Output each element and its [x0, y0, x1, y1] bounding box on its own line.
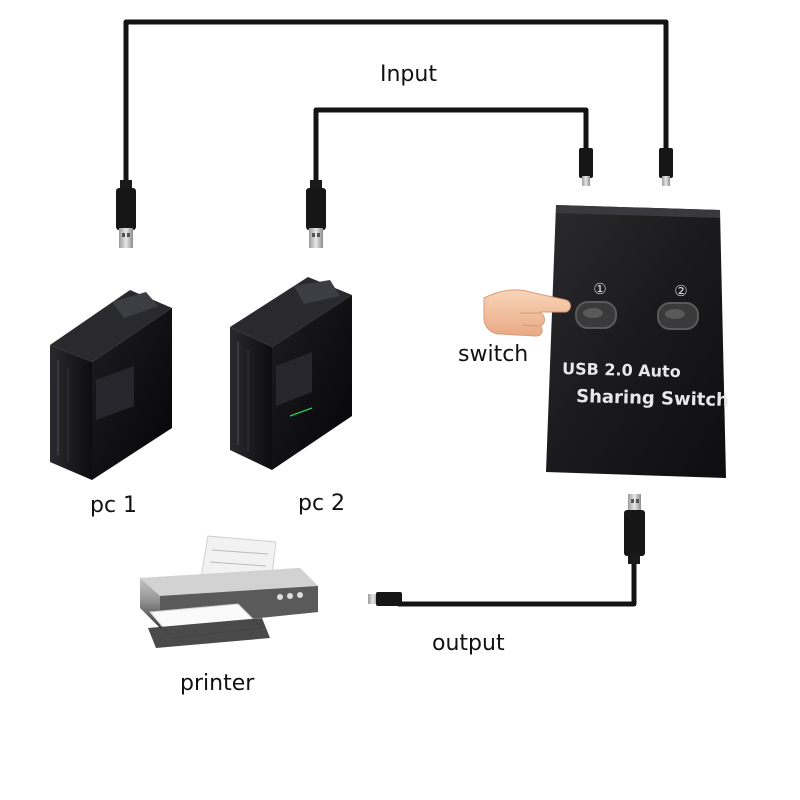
output-cable — [398, 560, 637, 607]
usb-plug-icon — [306, 180, 326, 248]
pc-tower-icon — [230, 277, 352, 470]
button-1[interactable] — [575, 301, 617, 329]
pc-tower-icon — [50, 290, 172, 480]
button-2[interactable] — [657, 302, 699, 330]
button-1-label: ① — [593, 280, 606, 298]
input-cable-1 — [123, 19, 669, 182]
printer-label: printer — [180, 671, 255, 696]
usb-plug-icon — [116, 180, 136, 248]
mini-usb-plug-icon — [659, 148, 673, 186]
output-label: output — [432, 631, 505, 656]
button-2-label: ② — [674, 282, 687, 300]
pc1-label: pc 1 — [90, 493, 138, 518]
mini-usb-plug-icon — [368, 592, 402, 606]
hand-pointer-icon — [483, 289, 571, 337]
device-name-label: Sharing Switch — [576, 386, 729, 411]
pc2-label: pc 2 — [298, 491, 346, 516]
input-cable-2 — [313, 107, 589, 182]
input-label: Input — [380, 62, 437, 87]
switch-label: switch — [458, 342, 529, 367]
device-model-label: USB 2.0 Auto — [562, 359, 681, 381]
mini-usb-plug-icon — [579, 148, 593, 186]
usb-plug-icon — [624, 494, 645, 564]
usb-sharing-switch: ① ② USB 2.0 Auto Sharing Switch — [546, 205, 729, 478]
printer-icon — [140, 535, 318, 648]
